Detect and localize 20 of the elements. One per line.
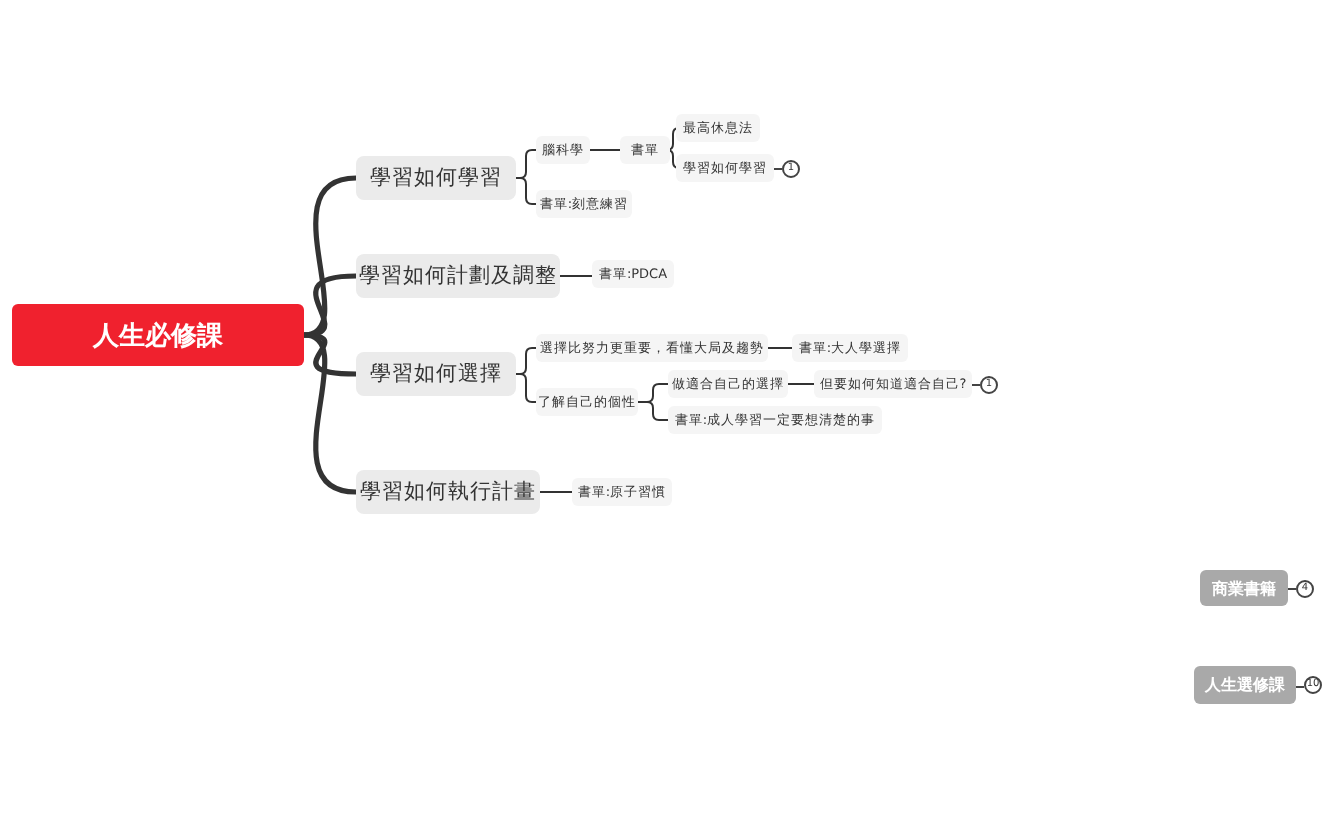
floating-topic-box: 人生選修課 bbox=[1194, 666, 1296, 704]
branch-line bbox=[666, 127, 680, 151]
branch-line bbox=[559, 275, 593, 277]
branch-line bbox=[303, 332, 357, 495]
branch-line bbox=[767, 347, 793, 349]
branch-line bbox=[515, 177, 537, 205]
branch-line bbox=[539, 491, 573, 493]
central-topic-box: 人生必修課 bbox=[12, 304, 304, 366]
branch-line bbox=[787, 383, 815, 385]
branch-line bbox=[637, 401, 669, 421]
branch-line bbox=[666, 149, 680, 169]
branch-line bbox=[589, 149, 621, 151]
topic-box: 學習如何選擇 bbox=[356, 352, 516, 396]
topic-box: 學習如何學習 bbox=[356, 156, 516, 200]
branch-line bbox=[515, 373, 537, 403]
branch-line bbox=[303, 273, 357, 338]
floating-topic-box: 商業書籍 bbox=[1200, 570, 1288, 606]
topic-box: 學習如何計劃及調整 bbox=[356, 254, 560, 298]
branch-line bbox=[303, 332, 357, 377]
topic-box: 學習如何執行計畫 bbox=[356, 470, 540, 514]
